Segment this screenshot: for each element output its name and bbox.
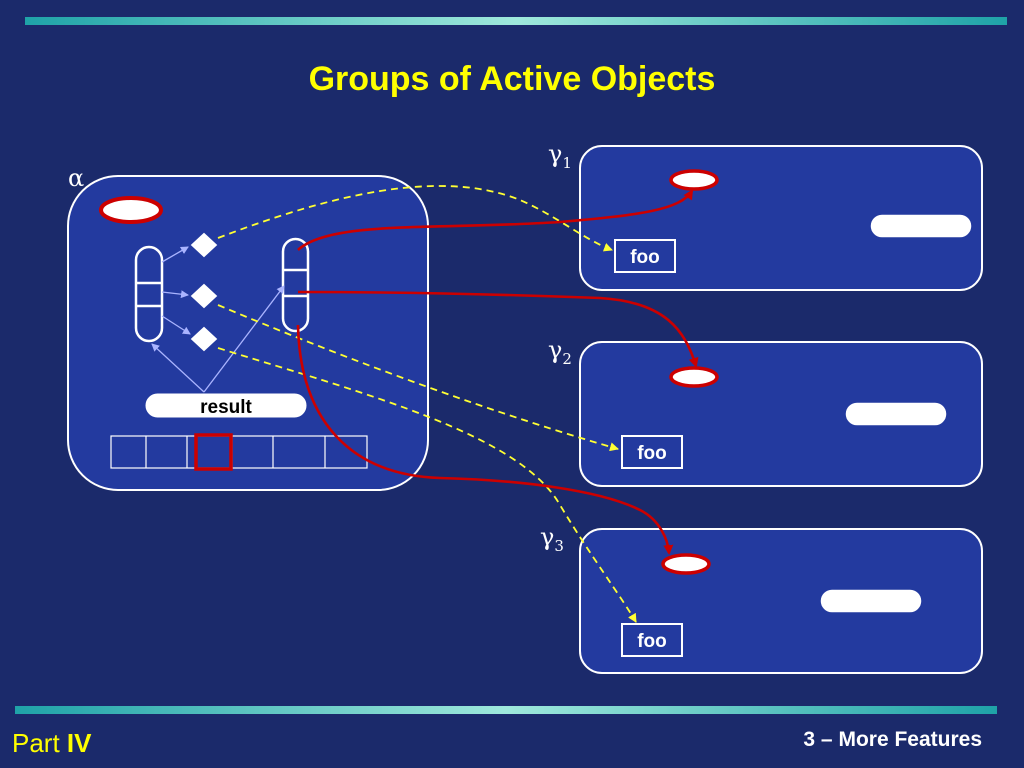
result-pill [144,392,308,419]
method-call-arrow-3 [217,347,637,623]
future-diamond-1 [189,231,219,259]
result-label: result [200,397,252,418]
footer-part-prefix: Part [12,728,67,758]
gamma-2-method-label: foo [637,443,667,464]
alpha-body-ellipse [99,196,163,224]
gamma-2-method-box [621,435,683,469]
method-call-arrow-2 [217,304,619,452]
alpha-request-queue [134,245,164,343]
gamma-1-method-label: foo [630,247,660,268]
gamma-2-label: γ2 [548,336,572,368]
top-divider-bar [25,17,1007,25]
footer-section-label: 3 – More Features [803,728,982,751]
future-diamond-3 [189,325,219,353]
slide-title: Groups of Active Objects [308,60,716,98]
gamma-3-method-box [621,623,683,657]
footer-part-label: Part IV [12,728,92,759]
gamma-1-pill [869,213,973,239]
request-arrow-3 [296,324,674,555]
method-call-arrow-1 [217,185,613,252]
bottom-divider-bar [15,706,997,714]
gamma-3-pill [819,588,923,614]
alpha-group-proxy [281,237,310,333]
future-diamond-2 [189,282,219,310]
result-array-selected-cell [194,433,233,471]
request-arrow-1 [297,189,694,251]
footer-part-number: IV [66,728,92,758]
gamma-1-method-box [614,239,676,273]
gamma-2-body-ellipse [669,366,719,388]
gamma-3-method-label: foo [637,631,667,652]
alpha-label: α [68,164,84,192]
gamma-2-pill [844,401,948,427]
gamma-1-body-ellipse [669,169,719,191]
gamma-1-label: γ1 [548,140,572,172]
gamma-3-label: γ3 [540,523,564,555]
internal-arrows [151,246,285,393]
gamma-3-body-ellipse [661,553,711,575]
request-arrow-2 [297,290,699,368]
